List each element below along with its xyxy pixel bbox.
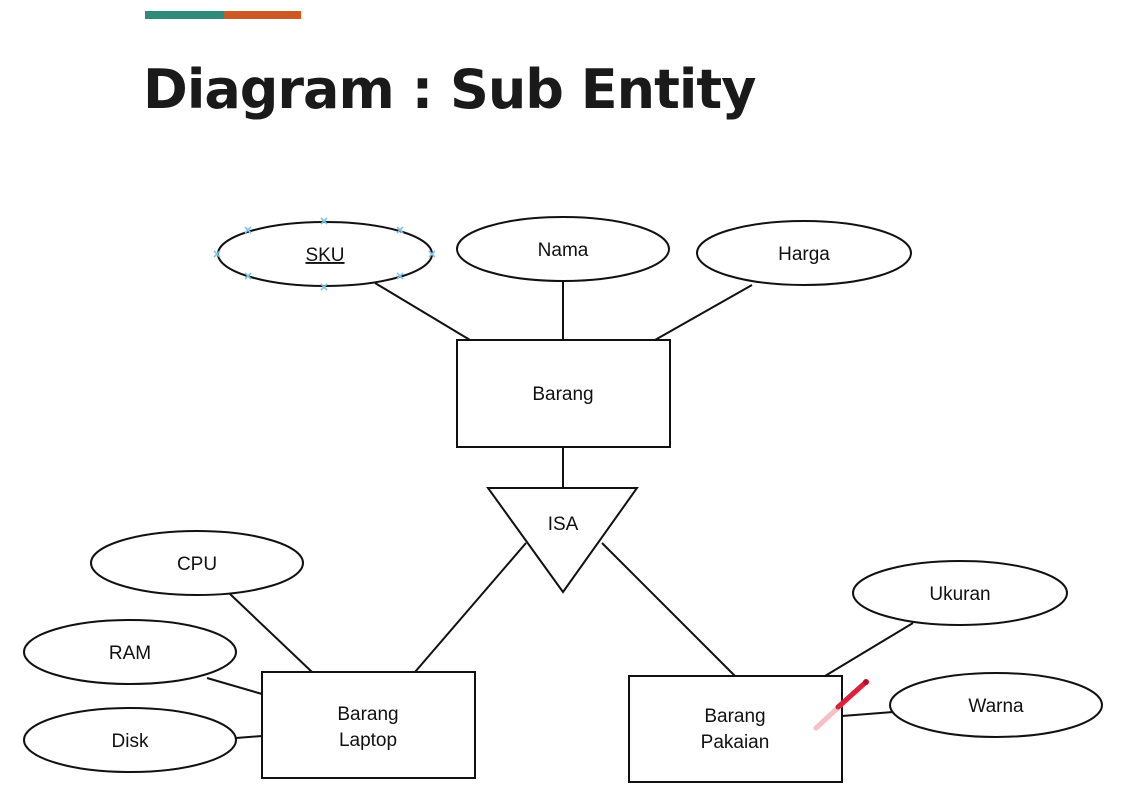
connector-lines <box>206 281 914 739</box>
line-harga-barang <box>654 284 753 341</box>
attribute-disk-label: Disk <box>112 731 149 752</box>
line-cpu-laptop <box>229 593 313 673</box>
line-disk-laptop <box>235 735 263 739</box>
attribute-disk: Disk <box>23 707 237 773</box>
line-warna-pakaian <box>841 711 894 717</box>
entity-pakaian-label-line2: Pakaian <box>701 732 770 753</box>
attribute-sku-label: SKU <box>305 245 344 266</box>
attribute-cpu-label: CPU <box>177 554 217 575</box>
entity-laptop-label-line1: Barang <box>337 704 398 725</box>
line-ukuran-pakaian <box>824 622 914 677</box>
attribute-nama-label: Nama <box>538 240 589 261</box>
attribute-sku: SKU <box>213 217 436 291</box>
entity-barang: Barang <box>456 339 671 448</box>
page-title: Diagram : Sub Entity <box>143 58 756 121</box>
attribute-harga: Harga <box>696 220 912 286</box>
attribute-warna-label: Warna <box>968 696 1024 717</box>
attribute-ukuran-label: Ukuran <box>929 584 990 605</box>
attribute-cpu: CPU <box>90 530 304 596</box>
attribute-nama: Nama <box>456 216 670 282</box>
attribute-warna: Warna <box>889 672 1103 738</box>
attribute-harga-label: Harga <box>778 244 830 265</box>
line-isa-laptop <box>414 542 527 673</box>
line-sku-barang <box>374 282 471 341</box>
pen-annotation-mark <box>813 679 869 731</box>
entity-laptop-label-line2: Laptop <box>339 730 397 751</box>
line-isa-pakaian <box>601 542 736 677</box>
isa-label: ISA <box>548 514 579 535</box>
entity-pakaian-label-line1: Barang <box>704 706 765 727</box>
accent-bar-teal <box>145 11 224 19</box>
isa-triangle: ISA <box>486 487 639 594</box>
attribute-ram: RAM <box>23 619 237 685</box>
entity-barang-laptop: Barang Laptop <box>261 671 476 779</box>
entity-barang-pakaian: Barang Pakaian <box>628 675 843 783</box>
attribute-ukuran: Ukuran <box>852 560 1068 626</box>
selection-handles <box>213 217 436 291</box>
line-ram-laptop <box>206 677 263 695</box>
entity-barang-label: Barang <box>532 384 593 405</box>
attribute-ram-label: RAM <box>109 643 151 664</box>
accent-bar-orange <box>224 11 301 19</box>
